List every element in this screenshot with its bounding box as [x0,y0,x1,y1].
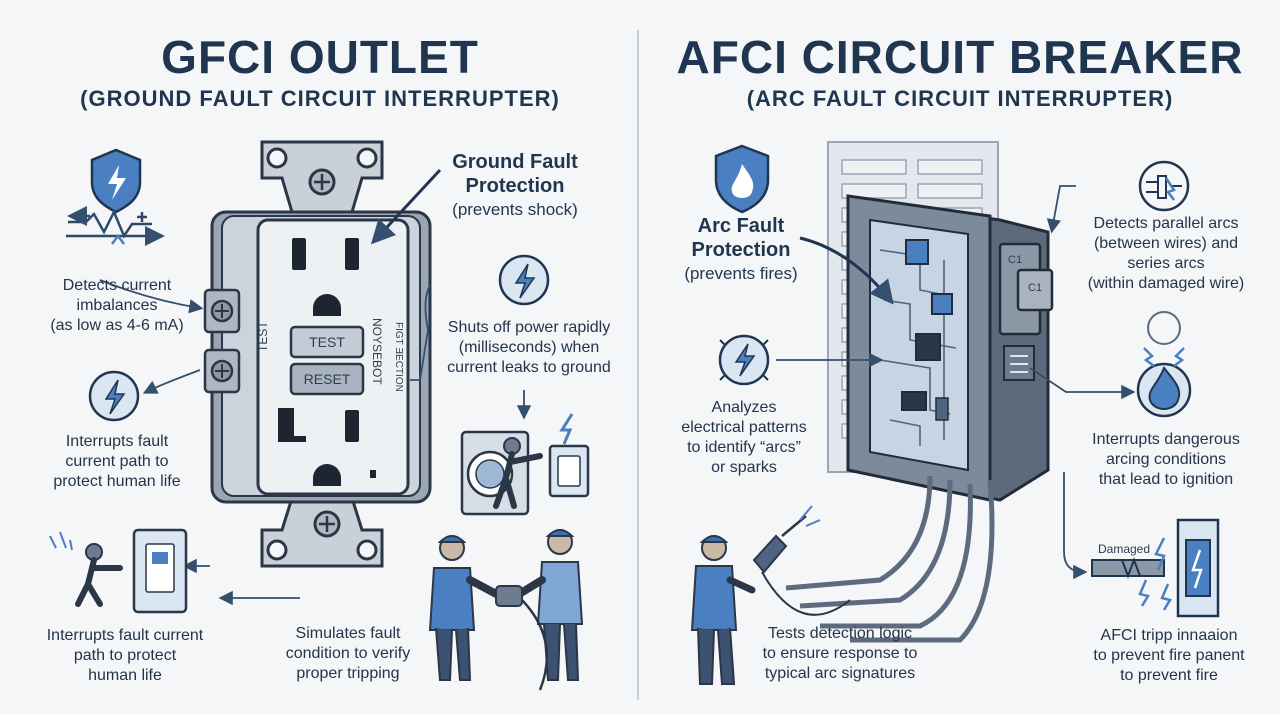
gfci-interrupts-line: Interrupts fault [65,433,169,450]
afci-tripp-line: to prevent fire panent [1093,647,1245,664]
afci-tests-line: Tests detection logic [767,625,913,642]
gfci-callout-line1: Ground Fault [452,151,578,173]
technicians-plug-scene [428,529,584,691]
bolt-circle-icon-right [498,254,550,306]
afci-callout-line2: Protection [691,239,791,261]
afci-tests-text: Tests detection logic to ensure response… [740,624,940,684]
afci-tests-line: to ensure response to [762,645,918,662]
appliance-shock-scene [460,413,590,516]
gfci-shutoff-text: Shuts off power rapidly (milliseconds) w… [424,318,634,378]
shield-fire-icon [714,144,770,214]
gfci-title: GFCI OUTLET [161,31,479,83]
gfci-interrupts-line: protect human life [53,473,181,490]
afci-analyzes-line: electrical patterns [681,419,807,436]
arc-analyze-icon [718,334,770,386]
gfci-subtitle: (GROUND FAULT CIRCUIT INTERRUPTER) [80,86,560,111]
fire-circle-icon [1136,311,1192,418]
waveform-icon [66,206,165,246]
gfci-detects-line: Detects current [62,277,172,294]
afci-tests-line: typical arc signatures [764,665,916,682]
afci-analyzes-line: or sparks [711,459,777,476]
gfci-detects-text: Detects current imbalances (as low as 4-… [22,276,212,336]
gfci-interrupts-text: Interrupts fault current path to protect… [22,432,212,492]
gfci-callout-line2: Protection [465,175,565,197]
test-button-label: TEST [309,334,345,350]
afci-callout-line1: Arc Fault [697,215,785,237]
afci-callout: Arc Fault Protection (prevents fires) [676,214,806,286]
afci-interrupts-text: Interrupts dangerous arcing conditions t… [1068,430,1264,490]
gfci-callout-sub: (prevents shock) [452,200,578,219]
afci-detects-line: series arcs [1127,255,1205,272]
afci-tripp-text: AFCI tripp innaaion to prevent fire pane… [1066,626,1272,686]
afci-detects-line: (within damaged wire) [1087,275,1245,292]
switch-label-2: C1 [1028,282,1043,294]
gfci-shutoff-line: current leaks to ground [447,359,611,376]
afci-analyzes-line: Analyzes [711,399,777,416]
afci-interrupts-line: Interrupts dangerous [1092,431,1240,448]
gfci-shutoff-line: Shuts off power rapidly [447,319,611,336]
damaged-label: Damaged [1098,542,1151,556]
arc-plug-icon [1138,160,1190,212]
afci-tripp-line: AFCI tripp innaaion [1100,627,1238,644]
afci-subtitle: (ARC FAULT CIRCUIT INTERRUPTER) [746,86,1174,111]
technician-tester-scene [690,505,851,685]
afci-detects-line: Detects parallel arcs [1093,215,1239,232]
gfci-simulates-text: Simulates fault condition to verify prop… [268,624,428,684]
afci-detects-line: (between wires) and [1093,235,1239,252]
gfci-interrupts2-line: Interrupts fault current [46,627,204,644]
gfci-interrupts2-line: path to protect [73,647,177,664]
gfci-detects-line: (as low as 4-6 mA) [50,317,184,334]
gfci-interrupts2-line: human life [88,667,162,684]
outlet-side-label-left: TEST [256,321,270,352]
afci-callout-sub: (prevents fires) [684,264,798,283]
afci-detects-text: Detects parallel arcs (between wires) an… [1066,214,1266,294]
gfci-detects-line: imbalances [76,297,158,314]
reset-button-label: RESET [303,371,351,387]
gfci-simulates-line: condition to verify [285,645,411,662]
afci-tripp-line: to prevent fire [1120,667,1218,684]
section-divider [637,30,639,700]
afci-interrupts-line: that lead to ignition [1098,471,1234,488]
outlet-side-label-right: NOYSEBOT [370,318,384,385]
switch-label-1: C1 [1008,254,1023,266]
afci-interrupts-line: arcing conditions [1105,451,1227,468]
gfci-interrupts2-text: Interrupts fault current path to protect… [20,626,230,686]
shield-bolt-icon [90,148,142,214]
afci-analyzes-line: to identify “arcs” [687,439,801,456]
gfci-interrupts-line: current path to [65,453,169,470]
afci-analyzes-text: Analyzes electrical patterns to identify… [664,398,824,478]
person-shock-scene [49,528,188,614]
outlet-side-label-right2: FIGT ƎECTION [393,322,404,392]
bolt-circle-icon [88,370,140,422]
gfci-outlet-illustration [203,140,432,568]
gfci-shutoff-line: (milliseconds) when [458,339,600,356]
afci-title: AFCI CIRCUIT BREAKER [676,31,1244,83]
gfci-simulates-line: Simulates fault [295,625,401,642]
damaged-wire-icon [1091,518,1220,618]
gfci-callout: Ground Fault Protection (prevents shock) [430,150,600,222]
gfci-simulates-line: proper tripping [296,665,400,682]
afci-breaker-illustration [785,194,1054,643]
